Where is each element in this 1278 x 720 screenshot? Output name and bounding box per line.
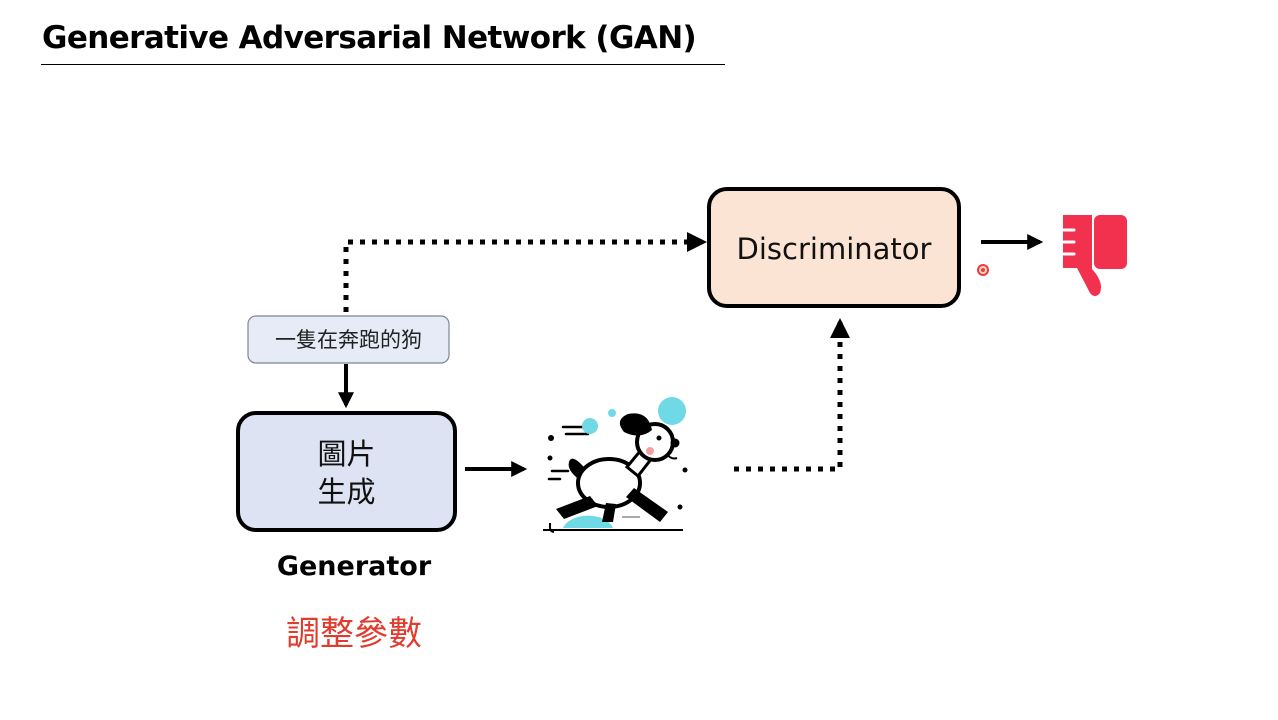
- generator-label-line1: 圖片: [317, 437, 375, 471]
- generator-label-line2: 生成: [317, 475, 375, 509]
- generator-caption: Generator: [276, 551, 432, 582]
- generator-node: 圖片 生成: [236, 411, 457, 532]
- laser-pointer-dot: [977, 264, 989, 276]
- discriminator-node: Discriminator: [707, 187, 961, 308]
- page-title: Generative Adversarial Network (GAN): [42, 20, 697, 56]
- title-underline: [41, 64, 725, 65]
- prompt-label: 一隻在奔跑的狗: [275, 328, 422, 352]
- discriminator-label: Discriminator: [737, 232, 932, 266]
- generated-dog-image: [543, 397, 688, 533]
- adjust-parameters-caption: 調整參數: [286, 614, 422, 654]
- thumbs-down-icon: [1062, 215, 1127, 296]
- prompt-node: 一隻在奔跑的狗: [247, 315, 450, 364]
- image-to-discriminator-arrow: [734, 318, 850, 472]
- prompt-to-discriminator-arrow: [343, 232, 707, 312]
